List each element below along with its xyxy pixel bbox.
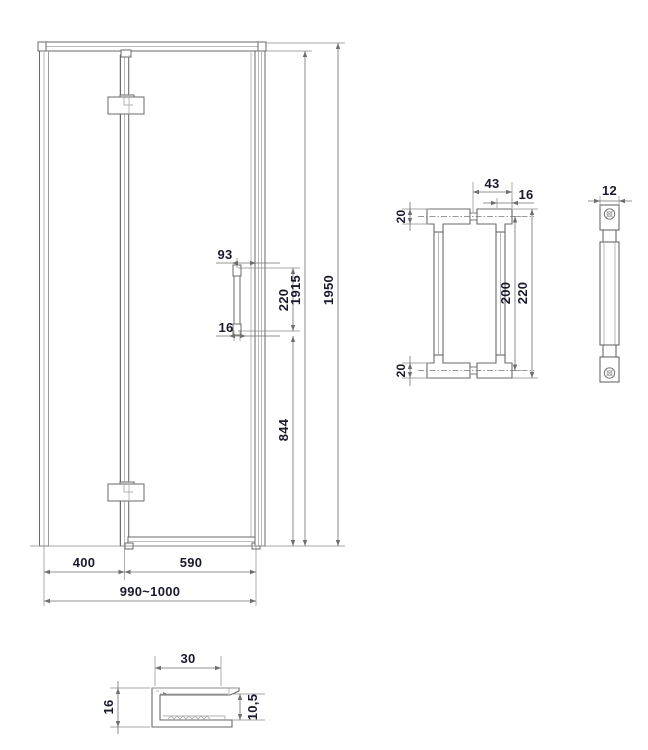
dim-16-handle: 16: [216, 320, 280, 341]
dim-220-label: 220: [276, 289, 291, 312]
dim-16-handle-label: 16: [218, 320, 233, 335]
handle-side-detail-view: 12: [588, 183, 632, 383]
dim-10-5: 10,5: [232, 693, 265, 721]
dim-93-label: 93: [217, 247, 232, 262]
dim-220-handle: 220: [238, 267, 300, 332]
dim-200-label: 200: [498, 282, 513, 305]
hinge-upper: [107, 94, 145, 115]
door-bottom-rail: [124, 536, 261, 550]
dim-1915: 1915: [266, 50, 312, 546]
right-jamb: [254, 50, 266, 547]
dim-16-profile-label: 16: [101, 699, 116, 714]
dim-16-detail: 16: [483, 187, 534, 208]
dim-844-label: 844: [276, 418, 291, 441]
dim-20-bottom-label: 20: [394, 364, 408, 378]
dim-20-top-label: 20: [394, 210, 408, 224]
dim-990-1000: 990~1000: [43, 580, 257, 606]
dim-1915-label: 1915: [288, 275, 303, 305]
dim-30: 30: [154, 651, 222, 686]
dim-220-detail-label: 220: [515, 282, 530, 305]
dim-16-detail-label: 16: [518, 187, 533, 202]
hinge-stile: [120, 54, 129, 547]
front-elevation-view: 93 16 220 844: [30, 41, 345, 606]
dim-844: 844: [276, 336, 296, 546]
hinge-top-catch: [120, 49, 132, 58]
dim-43-label: 43: [484, 176, 499, 191]
dim-400-label: 400: [73, 555, 96, 570]
door-handle-front: [232, 264, 242, 336]
dim-590: 590: [124, 546, 257, 580]
left-jamb: [39, 50, 49, 547]
dim-220-detail: 220: [512, 208, 538, 379]
dim-20-bottom: 20: [394, 356, 430, 386]
dim-12: 12: [588, 183, 632, 207]
bottom-profile-section-view: 30 16 10,5: [101, 651, 265, 734]
handle-front-detail-view: 43 16 20 20: [394, 176, 538, 386]
dim-1950-label: 1950: [321, 275, 336, 305]
dim-200: 200: [498, 216, 521, 371]
fixed-glass-panel: [48, 51, 121, 546]
dim-93: 93: [216, 247, 280, 268]
dim-16-profile: 16: [101, 681, 150, 734]
dim-30-label: 30: [180, 651, 195, 666]
dim-12-label: 12: [602, 183, 617, 198]
dim-400: 400: [43, 546, 125, 580]
dim-990-1000-label: 990~1000: [120, 584, 181, 599]
hinge-lower: [107, 481, 145, 502]
dim-20-top: 20: [394, 202, 430, 231]
dim-590-label: 590: [180, 555, 203, 570]
door-glass-panel: [128, 52, 252, 541]
top-rail: [37, 41, 267, 52]
dim-1950: 1950: [266, 42, 345, 546]
dim-10-5-label: 10,5: [245, 694, 260, 721]
dim-43: 43: [472, 176, 513, 212]
